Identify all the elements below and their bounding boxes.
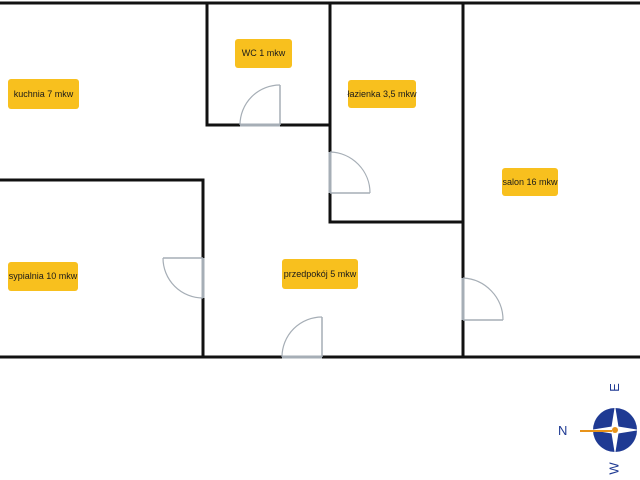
walls (0, 1, 640, 359)
living-room-door (461, 277, 504, 321)
wc-door (239, 84, 281, 127)
room-label-bedroom: sypialnia 10 mkw (8, 262, 78, 291)
compass-rose (580, 405, 640, 455)
compass-center (612, 427, 618, 433)
compass-label-east: E (606, 383, 622, 392)
room-label-hallway: przedpokój 5 mkw (282, 259, 358, 289)
room-label-wc: WC 1 mkw (235, 39, 292, 68)
room-label-living-room: salon 16 mkw (502, 168, 558, 196)
compass-label-north: N (558, 423, 568, 438)
bathroom-door (328, 151, 371, 194)
entrance-door (281, 316, 323, 359)
room-label-bathroom: łazienka 3,5 mkw (347, 80, 417, 108)
bedroom-door (162, 257, 205, 299)
doors (162, 84, 504, 359)
room-label-kitchen: kuchnia 7 mkw (8, 79, 79, 109)
compass-label-west: W (606, 462, 622, 475)
